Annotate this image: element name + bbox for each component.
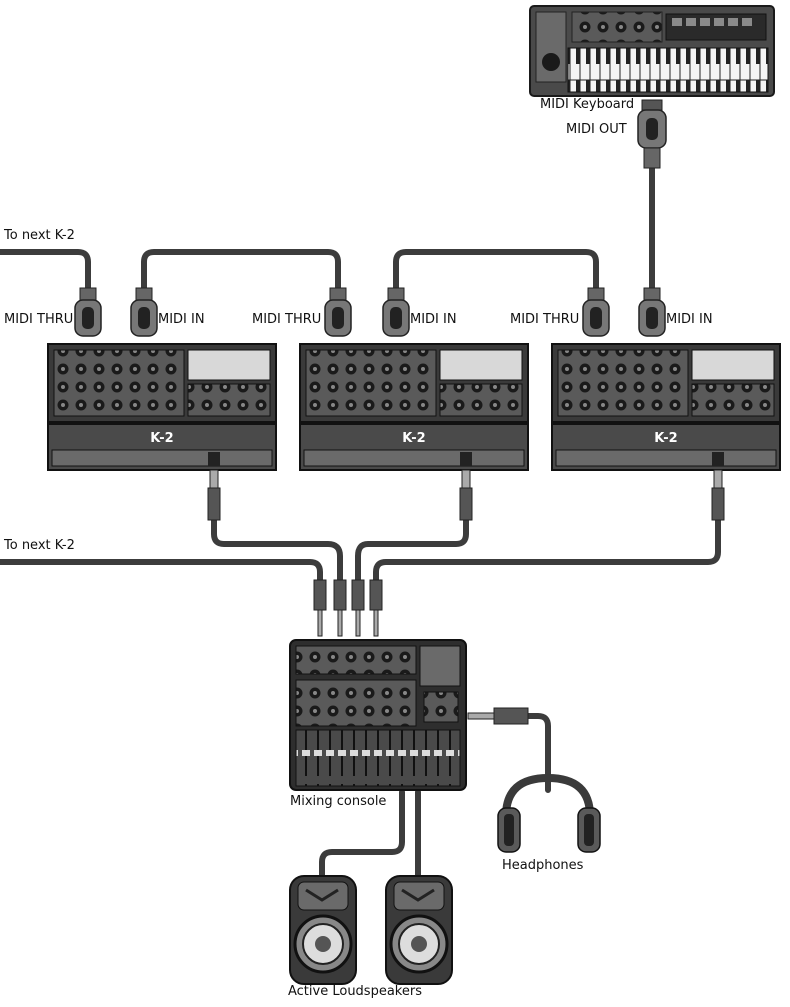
- k2-unit-1: K-2: [47, 343, 277, 521]
- unit3-midi-in-label: MIDI IN: [666, 312, 713, 327]
- midi-thru-plug-unit-1: [74, 287, 102, 337]
- midi-in-plug-unit-1: [130, 287, 158, 337]
- midi-in-plug-unit-2: [382, 287, 410, 337]
- speaker-right: [385, 875, 453, 985]
- cable-unit2-in-to-unit3-thru: [393, 249, 599, 295]
- cables: [0, 165, 721, 881]
- k2-units: K-2 K-2 K-2: [47, 343, 781, 521]
- active-loudspeakers-label: Active Loudspeakers: [288, 984, 422, 999]
- midi-plug-keyboard-out: [637, 99, 667, 169]
- midi-thru-plug-unit-2: [324, 287, 352, 337]
- midi-thru-plug-unit-3: [582, 287, 610, 337]
- mixing-console-label: Mixing console: [290, 794, 387, 809]
- unit2-midi-thru-label: MIDI THRU: [252, 312, 322, 327]
- cable-to-next-top: [0, 249, 91, 295]
- midi-plugs: [74, 99, 667, 337]
- to-next-k2-top-label: To next K-2: [4, 228, 75, 243]
- speaker-left: [289, 875, 357, 985]
- unit1-midi-thru-label: MIDI THRU: [4, 312, 74, 327]
- k2-unit-2: K-2: [299, 343, 529, 521]
- cable-headphones: [523, 713, 551, 793]
- k2-unit-3-model-label: K-2: [654, 431, 677, 446]
- unit3-midi-thru-label: MIDI THRU: [510, 312, 580, 327]
- cable-unit1-audio: [211, 517, 343, 583]
- unit1-midi-in-label: MIDI IN: [158, 312, 205, 327]
- k2-unit-3: K-2: [551, 343, 781, 521]
- k2-unit-2-model-label: K-2: [402, 431, 425, 446]
- cable-speaker-left: [319, 789, 405, 881]
- headphones-label: Headphones: [502, 858, 584, 873]
- cable-unit2-audio: [355, 517, 469, 583]
- headphone-plug: [467, 707, 529, 725]
- midi-keyboard: [529, 5, 775, 97]
- to-next-k2-bottom-label: To next K-2: [4, 538, 75, 553]
- midi-keyboard-label: MIDI Keyboard: [540, 97, 635, 112]
- unit2-midi-in-label: MIDI IN: [410, 312, 457, 327]
- cable-unit3-audio: [373, 517, 721, 583]
- mixer-input-jacks: [313, 579, 383, 637]
- headphones: [497, 773, 601, 853]
- cable-to-next-bottom: [0, 559, 323, 583]
- cable-unit1-in-to-unit2-thru: [141, 249, 341, 295]
- mixing-console: [289, 639, 467, 791]
- k2-unit-1-model-label: K-2: [150, 431, 173, 446]
- midi-out-label: MIDI OUT: [566, 122, 627, 137]
- midi-in-plug-unit-3: [638, 287, 666, 337]
